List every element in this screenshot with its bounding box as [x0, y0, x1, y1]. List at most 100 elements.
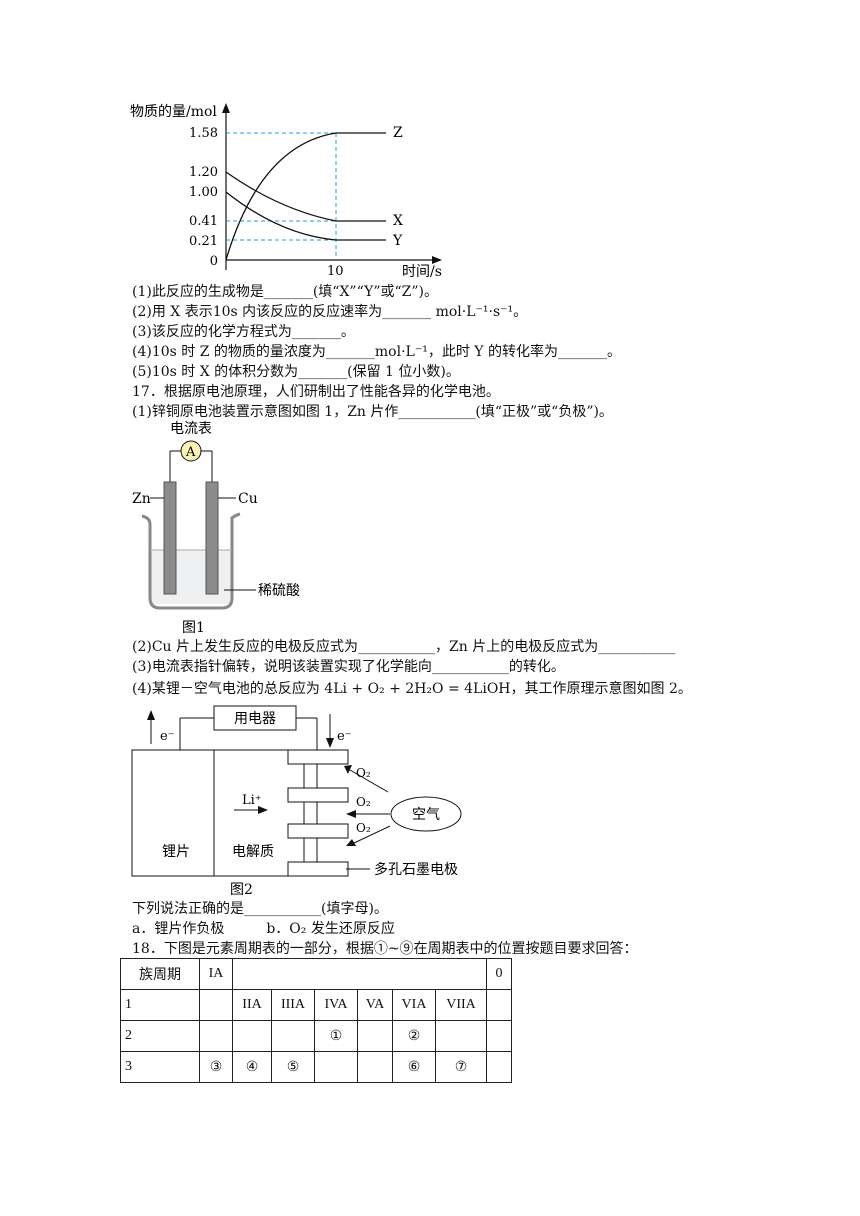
table-row: 3 ③ ④ ⑤ ⑥ ⑦ [120, 1051, 512, 1083]
q17-part3: (3)电流表指针偏转，说明该装置实现了化学能向___________的转化。 [132, 659, 565, 675]
curve-x [225, 171, 386, 222]
graph-xlabel: 时间/s [402, 264, 442, 280]
ytick-1.00: 1.00 [189, 185, 218, 200]
curve-z [225, 132, 386, 261]
curve-label-x: X [393, 213, 403, 229]
table-cell: VIA [392, 989, 436, 1021]
table-row: 族周期 IA 0 [120, 958, 512, 990]
ytick-0.21: 0.21 [189, 234, 218, 249]
table-cell: ③ [199, 1051, 233, 1083]
table-cell [357, 1020, 393, 1052]
table-cell: ④ [232, 1051, 272, 1083]
table-cell: ② [392, 1020, 436, 1052]
q16-part1: (1)此反应的生成物是_______(填“X”“Y”或“Z”)。 [132, 284, 439, 300]
table-cell [314, 1051, 358, 1083]
ytick-1.58: 1.58 [189, 126, 218, 141]
table-cell [271, 1020, 315, 1052]
curve-label-z: Z [393, 125, 403, 141]
amount-time-graph: 物质的量/mol 1.58 1.20 1.00 0.41 0.21 0 10 时… [130, 103, 442, 280]
periodic-table: 族周期 IA 0 1 IIA IIIA IVA VA VIA VIIA 2 ① … [120, 958, 512, 1083]
electrode-label: 多孔石墨电极 [374, 861, 458, 878]
curve-label-y: Y [392, 233, 403, 249]
o2-arrow-3 [351, 825, 391, 845]
electrolyte-label: 电解质 [232, 844, 274, 860]
arrow-up-icon [147, 710, 155, 720]
figure-1-galvanic-cell: 电流表 A Zn Cu 稀硫酸 图1 [132, 421, 300, 636]
header-group-period: 族周期 [120, 958, 200, 990]
ammeter-label: 电流表 [170, 421, 212, 437]
arrow-down-icon [326, 738, 334, 748]
table-cell: IVA [314, 989, 358, 1021]
li-ion-label: Li⁺ [242, 793, 262, 808]
figure-2-li-air-battery: 用电器 e⁻ e⁻ 锂片 电解质 Li⁺ 多孔石墨电极 空气 O₂ O₂ O₂ … [131, 705, 462, 898]
cu-label: Cu [238, 491, 258, 507]
device-label: 用电器 [234, 711, 276, 727]
table-row: 2 ① ② [120, 1020, 512, 1052]
table-cell [199, 989, 233, 1021]
table-cell: 3 [120, 1051, 200, 1083]
graph-ylabel: 物质的量/mol [130, 104, 217, 120]
q18-intro: 18．下图是元素周期表的一部分，根据①~⑨在周期表中的位置按题目要求回答： [132, 941, 638, 957]
table-cell: ⑥ [392, 1051, 436, 1083]
q17-options: a．锂片作负极 b．O₂ 发生还原反应 [132, 921, 395, 937]
dashed-guides [226, 132, 337, 260]
zn-electrode [163, 481, 177, 595]
table-cell [199, 1020, 233, 1052]
y-axis-arrow [222, 103, 230, 113]
table-cell: ⑤ [271, 1051, 315, 1083]
zn-label: Zn [132, 491, 151, 507]
curve-y [225, 191, 386, 241]
figure-1-caption: 图1 [182, 620, 205, 636]
li-arrow-icon [258, 806, 268, 814]
table-cell [232, 1020, 272, 1052]
figure-2-caption: 图2 [230, 882, 253, 898]
x-axis-arrow [432, 256, 442, 264]
q17-part4: (4)某锂－空气电池的总反应为 4Li + O₂ + 2H₂O = 4LiOH，… [132, 681, 692, 697]
table-cell: IIIA [271, 989, 315, 1021]
acid-label: 稀硫酸 [258, 583, 300, 599]
electron-left: e⁻ [160, 729, 175, 744]
q16-part2: (2)用 X 表示10s 内该反应的反应速率为_______ mol·L⁻¹·s… [132, 304, 528, 320]
air-label: 空气 [412, 807, 440, 823]
q17-part1: (1)锌铜原电池装置示意图如图 1，Zn 片作___________(填“正极”… [132, 404, 613, 420]
table-cell: ⑦ [435, 1051, 487, 1083]
table-cell: VA [357, 989, 393, 1021]
lithium-label: 锂片 [162, 844, 190, 860]
o2-arrow-1-icon [344, 765, 352, 774]
electrode-plate-2 [287, 787, 349, 803]
acid-solution [150, 550, 232, 604]
table-cell: 1 [120, 989, 200, 1021]
q16-part3: (3)该反应的化学方程式为_______。 [132, 324, 355, 340]
table-cell [435, 1020, 487, 1052]
q17-part2: (2)Cu 片上发生反应的电极反应式为___________，Zn 片上的电极反… [132, 639, 676, 655]
ammeter-symbol: A [185, 445, 196, 460]
beaker [141, 512, 241, 610]
ytick-0.41: 0.41 [189, 214, 218, 229]
o2-label-2: O₂ [356, 795, 371, 809]
ammeter-icon [180, 440, 202, 462]
table-cell [486, 1051, 512, 1083]
table-cell: VIIA [435, 989, 487, 1021]
air-ellipse [390, 796, 462, 832]
electrode-plate-3 [287, 823, 349, 839]
table-cell: ① [314, 1020, 358, 1052]
q17-question: 下列说法正确的是___________(填字母)。 [132, 901, 388, 917]
q16-part4: (4)10s 时 Z 的物质的量浓度为_______mol·L⁻¹，此时 Y 的… [132, 344, 621, 360]
header-blank [232, 958, 487, 990]
table-cell: IIA [232, 989, 272, 1021]
header-zero: 0 [486, 958, 512, 990]
table-cell [357, 1051, 393, 1083]
o2-label-3: O₂ [356, 821, 371, 835]
table-cell [486, 1020, 512, 1052]
ytick-1.20: 1.20 [189, 165, 218, 180]
o2-arrow-3-icon [346, 839, 356, 846]
electron-right: e⁻ [337, 729, 352, 744]
xtick-10: 10 [327, 264, 344, 279]
cu-electrode [205, 481, 219, 595]
table-row: 1 IIA IIIA IVA VA VIA VIIA [120, 989, 512, 1021]
o2-arrow-2-icon [346, 810, 356, 818]
ytick-0: 0 [210, 254, 218, 269]
o2-arrow-1 [349, 769, 389, 793]
electrode-plate-4 [287, 861, 349, 877]
o2-label-1: O₂ [356, 766, 371, 780]
